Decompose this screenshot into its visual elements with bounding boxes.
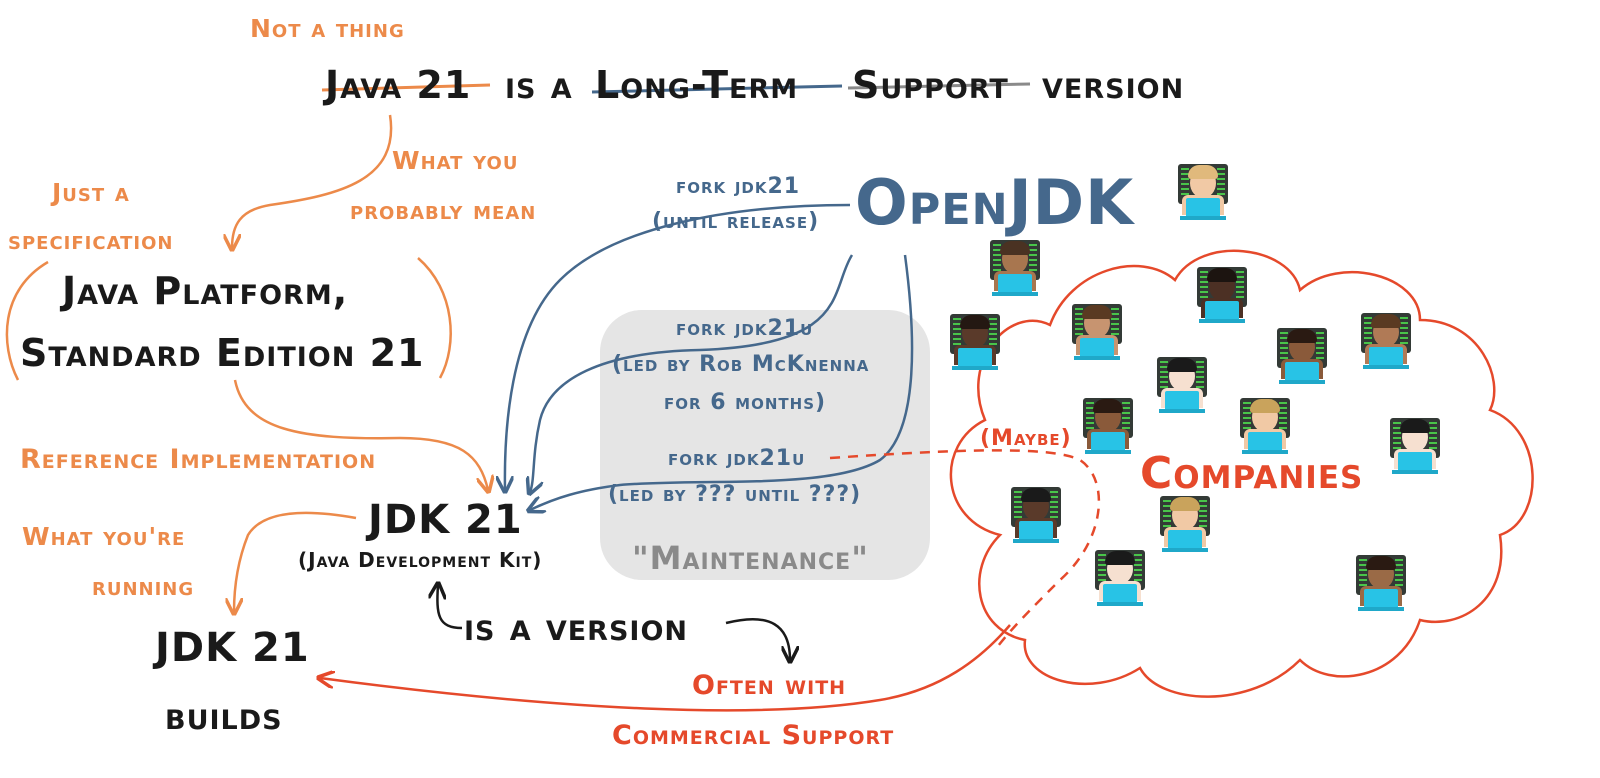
bracket-right (417, 257, 452, 379)
fork3-line-b: (led by ??? until ???) (608, 482, 862, 507)
maybe-dashed-line (829, 449, 1101, 651)
arrow-platform-jdk (233, 379, 488, 490)
headline-support: Support (852, 63, 1009, 107)
technologist-icon (1068, 302, 1126, 360)
note-what-you-1: What you (392, 146, 519, 175)
builds-line-2: builds (165, 694, 283, 738)
note-not-a-thing: Not a thing (250, 14, 405, 43)
technologist-icon (1357, 311, 1415, 369)
technologist-icon (1352, 553, 1410, 611)
technologist-icon (1273, 326, 1331, 384)
headline-java21: Java 21 (325, 63, 472, 107)
headline-long-term: Long-Term (595, 63, 799, 107)
maintenance-box (600, 310, 930, 580)
note-what-running-2: running (92, 572, 195, 601)
strike-support (847, 82, 1031, 90)
technologist-icon (1091, 548, 1149, 606)
fork3-line-a: fork jdk21u (668, 446, 806, 471)
arrow-companies-builds (320, 624, 1011, 712)
arrow-version-left (437, 585, 463, 630)
is-a-version: is a version (464, 605, 689, 649)
technologist-icon (1174, 162, 1232, 220)
note-just-a-1: Just a (52, 178, 130, 207)
arrow-fork-jdk21u-2 (530, 254, 914, 510)
fork1-line-b: (until release) (652, 209, 820, 234)
bracket-left (5, 260, 49, 381)
platform-line-2: Standard Edition 21 (20, 331, 425, 375)
openjdk-label: OpenJDK (855, 166, 1135, 239)
note-reference-impl: Reference Implementation (20, 444, 377, 475)
often-with-label: Often with (692, 670, 847, 701)
arrow-fork-jdk21u-1 (530, 254, 854, 492)
arrow-headline-platform (232, 114, 393, 248)
arrow-jdk-builds (234, 511, 357, 612)
technologist-icon (1007, 485, 1065, 543)
maintenance-label: "Maintenance" (632, 539, 869, 577)
technologist-icon (1079, 396, 1137, 454)
technologist-icon (1193, 265, 1251, 323)
fork2-line-b: (led by Rob McKnenna (612, 352, 870, 377)
arrow-fork-jdk21 (505, 203, 851, 490)
technologist-icon (1236, 396, 1294, 454)
platform-line-1: Java Platform, (62, 269, 349, 313)
fork2-line-c: for 6 months) (664, 390, 827, 415)
jdk21-label: JDK 21 (368, 497, 523, 543)
companies-label: Companies (1140, 448, 1364, 499)
technologist-icon (1153, 355, 1211, 413)
builds-line-1: JDK 21 (155, 625, 310, 671)
note-what-running-1: What you're (22, 522, 186, 551)
maybe-label: (Maybe) (980, 426, 1072, 451)
technologist-icon (1386, 416, 1444, 474)
headline-version: version (1042, 63, 1185, 107)
jdk21-subtitle: (Java Development Kit) (298, 548, 543, 572)
strike-java21 (321, 83, 491, 92)
strike-long-term (591, 84, 843, 94)
commercial-support-label: Commercial Support (612, 720, 895, 751)
arrow-version-right (725, 618, 790, 660)
technologist-icon (1156, 494, 1214, 552)
technologist-icon (946, 312, 1004, 370)
companies-cloud (949, 249, 1534, 698)
headline-is-a: is a (505, 63, 573, 107)
fork2-line-a: fork jdk21u (676, 316, 814, 341)
fork1-line-a: fork jdk21 (676, 174, 801, 199)
note-what-you-2: probably mean (350, 196, 537, 225)
note-just-a-2: specification (8, 226, 174, 255)
technologist-icon (986, 238, 1044, 296)
